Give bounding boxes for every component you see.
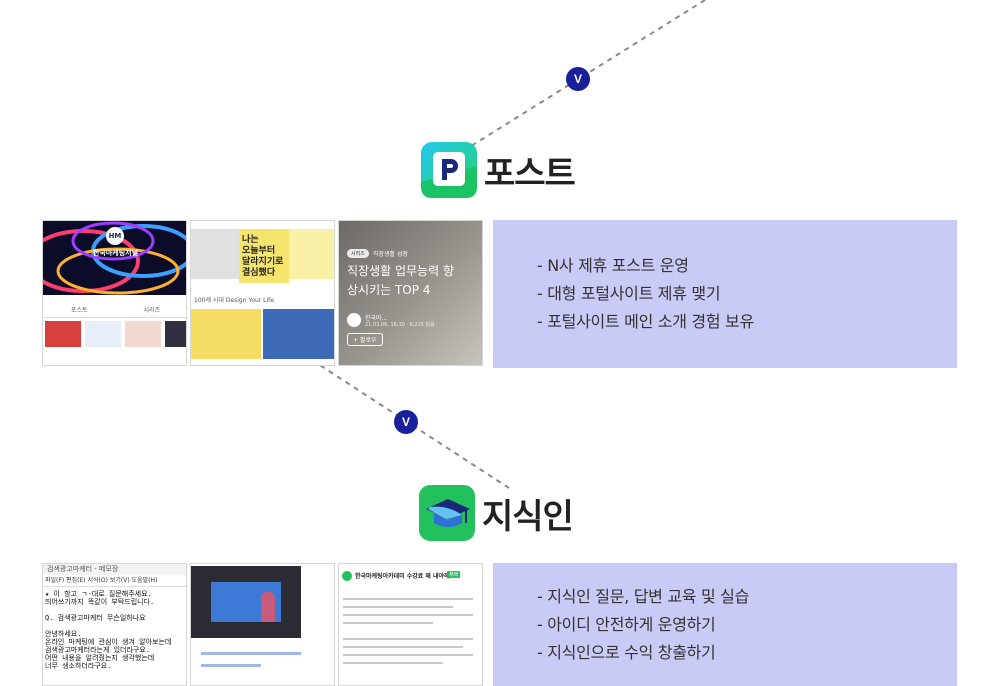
notepad-title: 검색광고마케터 - 메모장 bbox=[43, 564, 186, 575]
author-name: 한국마... bbox=[365, 315, 388, 322]
post-article-thumbnail: 시리즈 직장생활 성장 직장생활 업무능력 향 상시키는 TOP 4 한국마..… bbox=[338, 220, 483, 366]
kin-answer-icon bbox=[342, 571, 352, 581]
info-line: - 아이디 안전하게 운영하기 bbox=[537, 614, 716, 634]
naver-post-icon bbox=[421, 142, 477, 198]
kin-notepad-thumbnail: 검색광고마케터 - 메모장 파일(F) 편집(E) 서식(O) 보기(V) 도움… bbox=[42, 563, 187, 686]
answer-heading: 한국마케팅아카데미 수강료 왜 내야해요? bbox=[355, 573, 459, 580]
kin-section-header: 지식인 bbox=[418, 485, 574, 541]
follow-button[interactable]: + 팔로우 bbox=[347, 333, 383, 346]
post-feature-thumbnail: 나는 오늘부터 달라지기로 결심했다 100세 시대 Design Your L… bbox=[190, 220, 335, 366]
channel-name: 한국마케팅저널 bbox=[92, 249, 139, 257]
kin-answer-thumbnail: 한국마케팅아카데미 수강료 왜 내야해요? 채택 bbox=[338, 563, 483, 686]
feature-headline: 나는 오늘부터 달라지기로 결심했다 bbox=[242, 235, 284, 278]
info-line: - 지식인으로 수익 창출하기 bbox=[537, 642, 716, 662]
step-badge: V bbox=[566, 67, 590, 91]
series-name: 직장생활 성장 bbox=[373, 251, 409, 258]
post-channel-thumbnail: HM 한국마케팅저널 포스트 시리즈 bbox=[42, 220, 187, 366]
author-avatar bbox=[347, 313, 361, 327]
info-line: - 지식인 질문, 답변 교육 및 실습 bbox=[537, 586, 750, 606]
answer-tag: 채택 bbox=[447, 571, 461, 578]
tab-post[interactable]: 포스트 bbox=[70, 307, 88, 314]
channel-logo: HM bbox=[106, 227, 124, 245]
step-badge: V bbox=[394, 410, 418, 434]
notepad-body: ★ 이 항고 ㄱ-대로 질문해주세요. 띄어쓰기까지 똑같이 부탁드립니다. Q… bbox=[45, 590, 172, 670]
info-line: - 포털사이트 메인 소개 경험 보유 bbox=[537, 312, 754, 331]
feature-caption: 100세 시대 Design Your Life bbox=[194, 297, 274, 304]
info-line: - 대형 포털사이트 제휴 맺기 bbox=[537, 284, 721, 303]
post-section-header: 포스트 bbox=[420, 142, 576, 198]
notepad-menu: 파일(F) 편집(E) 서식(O) 보기(V) 도움말(H) bbox=[43, 575, 186, 587]
naver-kin-icon bbox=[419, 485, 475, 541]
series-badge: 시리즈 bbox=[347, 249, 369, 258]
info-line: - N사 제휴 포스트 운영 bbox=[537, 256, 689, 275]
kin-info-box: - 지식인 질문, 답변 교육 및 실습 - 아이디 안전하게 운영하기 - 지… bbox=[493, 563, 957, 686]
article-headline: 직장생활 업무능력 향 상시키는 TOP 4 bbox=[347, 264, 454, 297]
section-title: 포스트 bbox=[484, 153, 576, 194]
kin-lecture-thumbnail bbox=[190, 563, 335, 686]
swirl-graphic bbox=[43, 221, 186, 295]
post-info-box: - N사 제휴 포스트 운영 - 대형 포털사이트 제휴 맺기 - 포털사이트 … bbox=[493, 220, 957, 368]
section-title: 지식인 bbox=[482, 496, 574, 537]
article-meta: 21.03.06. 16:30 · 6,215 읽음 bbox=[365, 322, 435, 328]
tab-series[interactable]: 시리즈 bbox=[143, 307, 161, 314]
